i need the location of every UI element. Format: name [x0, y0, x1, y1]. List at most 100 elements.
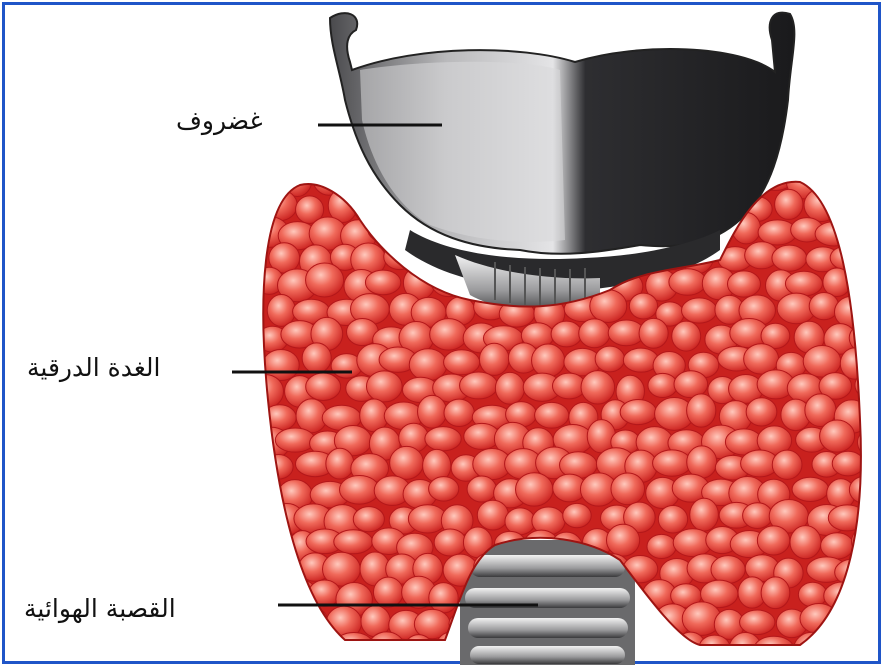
gland-lobule [283, 164, 312, 197]
gland-lobule [302, 343, 331, 373]
gland-lobule [672, 321, 701, 351]
gland-lobule [761, 577, 790, 609]
trachea [460, 540, 635, 665]
gland-lobule [611, 473, 645, 505]
gland-lobule [460, 372, 498, 399]
gland-lobule [595, 346, 624, 372]
gland-lobule [275, 428, 315, 452]
gland-lobule [516, 473, 553, 506]
gland-lobule [711, 556, 745, 584]
gland-lobule [794, 632, 831, 666]
thyroid-gland-label: الغدة الدرقية [27, 355, 160, 380]
gland-lobule [830, 246, 864, 270]
gland-lobule [729, 633, 762, 666]
gland-lobule [606, 524, 639, 556]
gland-lobule [639, 318, 668, 348]
gland-lobule [820, 420, 855, 452]
gland-lobule [823, 634, 853, 667]
gland-lobule [365, 270, 400, 295]
gland-lobule [824, 168, 861, 198]
gland-lobule [620, 399, 656, 424]
gland-lobule [252, 635, 284, 665]
gland-lobule [772, 245, 807, 271]
gland-lobule [505, 508, 535, 535]
gland-lobule [551, 321, 582, 347]
gland-lobule [444, 399, 474, 426]
gland-lobule [687, 446, 717, 478]
gland-lobule [676, 632, 705, 660]
gland-lobule [368, 632, 405, 665]
gland-lobule [828, 505, 866, 531]
gland-lobule [754, 636, 793, 660]
gland-lobule [743, 503, 773, 529]
gland-lobule [266, 602, 305, 636]
gland-lobule [563, 503, 591, 527]
gland-lobule [581, 371, 615, 404]
gland-lobule [579, 319, 610, 348]
gland-lobule [669, 269, 706, 296]
gland-lobule [687, 394, 716, 427]
gland-lobule [647, 534, 676, 558]
gland-lobule [856, 268, 884, 297]
gland-lobule [248, 480, 282, 509]
gland-lobule [418, 395, 447, 428]
gland-lobule [253, 167, 282, 193]
gland-lobule [373, 577, 403, 607]
gland-lobule [306, 263, 344, 297]
gland-lobule [405, 635, 433, 663]
gland-lobule [648, 373, 677, 397]
gland-lobule [848, 582, 887, 611]
gland-lobule [699, 635, 730, 660]
gland-lobule [809, 292, 839, 319]
gland-lobule [246, 534, 282, 559]
gland-lobule [495, 372, 524, 404]
gland-lobule [266, 557, 301, 583]
gland-lobule [746, 398, 777, 426]
gland-lobule [334, 530, 373, 554]
gland-lobule [535, 402, 569, 428]
gland-lobule [852, 217, 884, 243]
gland-lobule [775, 189, 803, 219]
gland-lobule [429, 583, 458, 613]
gland-lobule [340, 475, 380, 504]
gland-lobule [390, 446, 424, 479]
gland-lobule [785, 271, 822, 296]
gland-lobule [653, 450, 692, 476]
gland-lobule [815, 222, 853, 246]
gland-lobule [690, 498, 719, 531]
gland-lobule [832, 451, 864, 476]
gland-lobule [278, 636, 315, 665]
gland-lobule [821, 533, 854, 559]
gland-lobule [635, 635, 674, 667]
gland-lobule [477, 500, 508, 530]
gland-lobule [306, 373, 341, 400]
gland-lobule [740, 610, 775, 635]
gland-lobule [425, 427, 461, 451]
gland-lobule [434, 529, 466, 556]
gland-lobule [837, 189, 866, 222]
gland-lobule [772, 450, 802, 479]
cartilage-label: غضروف [176, 108, 263, 133]
gland-lobule [366, 371, 402, 402]
gland-lobule [849, 476, 878, 503]
gland-lobule [682, 298, 717, 323]
gland-lobule [727, 271, 760, 297]
gland-lobule [429, 477, 459, 502]
gland-lobule [853, 162, 885, 190]
gland-lobule [804, 188, 838, 221]
gland-lobule [658, 506, 687, 533]
gland-lobule [467, 476, 496, 502]
gland-lobule [353, 507, 384, 532]
gland-lobule [532, 344, 565, 377]
gland-lobule [792, 477, 829, 501]
gland-lobule [430, 319, 468, 351]
gland-lobule [840, 605, 872, 631]
gland-lobule [790, 526, 821, 559]
gland-lobule [479, 343, 509, 375]
gland-lobule [757, 526, 789, 555]
trachea-label: القصبة الهوائية [24, 596, 176, 621]
gland-lobule [629, 293, 657, 319]
gland-lobule [326, 448, 354, 479]
gland-lobule [852, 636, 884, 663]
